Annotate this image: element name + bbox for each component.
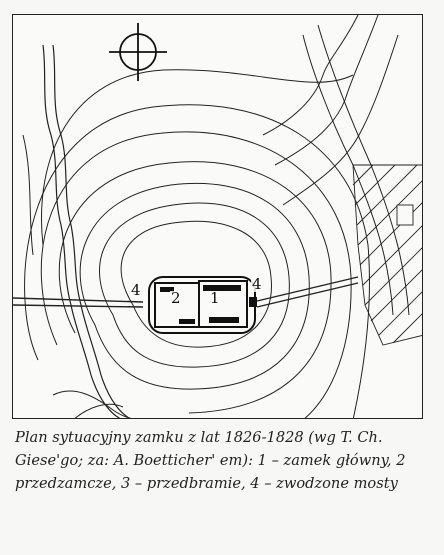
- east-causeway: [256, 282, 359, 308]
- main-castle-wall: [198, 280, 248, 328]
- contour-line: [58, 161, 332, 414]
- contour-line: [74, 403, 124, 418]
- contour-line: [24, 104, 371, 418]
- castle-building: [160, 287, 174, 292]
- label-west-drawbridge: 4: [130, 281, 142, 299]
- gatehouse: [249, 297, 257, 307]
- contour-line: [41, 69, 354, 246]
- contour-line: [317, 24, 410, 316]
- contour-line: [282, 34, 399, 206]
- contour-line: [120, 220, 272, 348]
- label-main-castle: 1: [209, 289, 221, 307]
- west-causeway: [13, 297, 144, 303]
- contour-line: [262, 15, 359, 136]
- contour-line: [99, 202, 290, 368]
- contour-line: [52, 390, 132, 418]
- east-causeway: [256, 276, 359, 302]
- map-drawing: [13, 15, 422, 418]
- contour-line: [40, 131, 352, 418]
- river-bank: [42, 44, 121, 418]
- compass-rose: [109, 23, 167, 81]
- castle-building: [209, 317, 239, 323]
- west-causeway: [13, 304, 144, 308]
- castle-building: [179, 319, 195, 324]
- map-frame: 4 2 1 4: [12, 14, 423, 419]
- contour-line: [274, 15, 379, 166]
- church-block: [396, 204, 414, 226]
- town-hatching: [352, 164, 422, 344]
- contour-line: [22, 134, 34, 256]
- castle-building: [203, 285, 241, 291]
- contour-line: [79, 183, 310, 390]
- label-outer-bailey: 2: [170, 289, 182, 307]
- label-east-drawbridge: 4: [251, 275, 263, 293]
- river-bank: [52, 44, 131, 418]
- map-caption: Plan sytuacyjny zamku z lat 1826-1828 (w…: [15, 429, 406, 492]
